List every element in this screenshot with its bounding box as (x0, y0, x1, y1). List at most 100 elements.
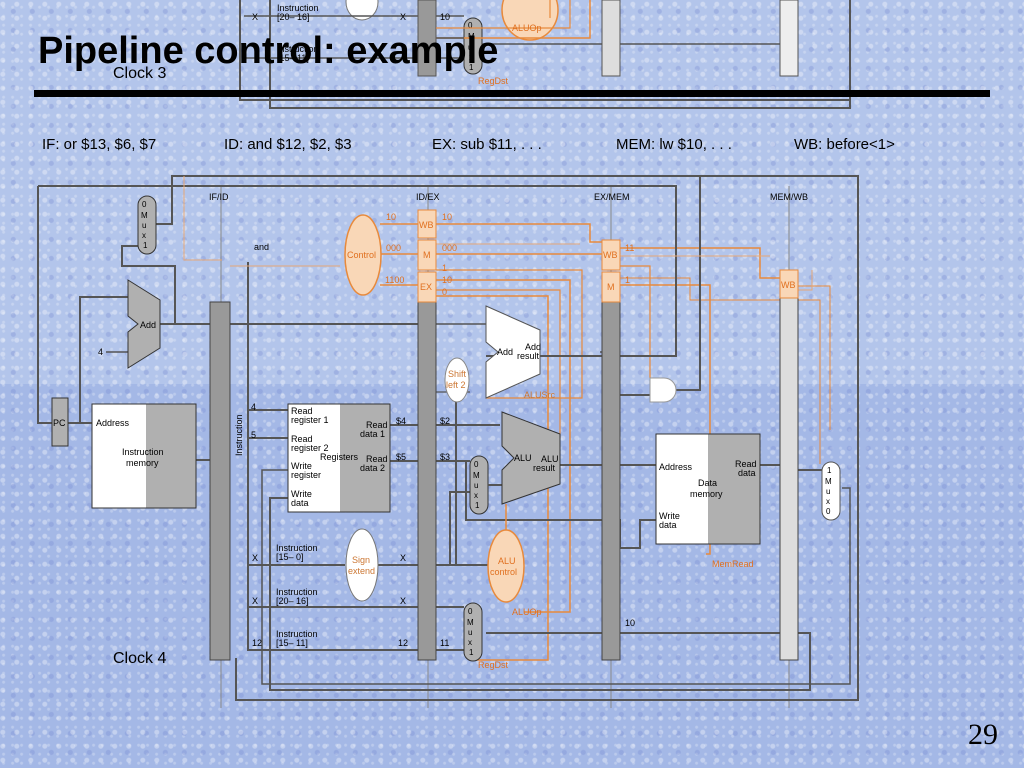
alu-label: ALU (514, 453, 532, 463)
reg2-value: $2 (440, 416, 450, 426)
control-label: Control (347, 250, 376, 260)
aluop-label: ALUOp (512, 607, 542, 617)
instr-mem-address: Address (96, 418, 130, 428)
pc-mux (137, 195, 157, 255)
ex-out-alusrc: 0 (442, 287, 447, 297)
rd-out: 12 (398, 638, 408, 648)
branch-adder (485, 305, 541, 399)
rt-value: 5 (251, 430, 256, 440)
data-mem-name-a: Data (698, 478, 717, 488)
id-ex-wb-field (417, 209, 437, 239)
top-value-10: 10 (440, 12, 450, 22)
m-exmem-out: 1 (625, 275, 630, 285)
branch-add-result-b: result (517, 351, 540, 361)
write-data-a: Write (291, 489, 312, 499)
regdst-mux-u: u (468, 628, 472, 637)
instr-mem-name-2: memory (126, 458, 159, 468)
alusrc-mux-1: 1 (475, 501, 480, 510)
data-mem-read-a: Read (735, 459, 757, 469)
x-sign-in: X (252, 553, 258, 563)
mem-wb-wb-field (779, 269, 799, 299)
sign-extend-a: Sign (352, 555, 370, 565)
previous-clock-fragment: 0 M u x 1 X X 10 Instruction [20– 16] In… (239, 0, 851, 109)
pc-adder-label: Add (140, 320, 156, 330)
instr-20-16-a: Instruction (276, 587, 318, 597)
x-rt-out: X (400, 596, 406, 606)
alusrc-mux-x: x (474, 491, 478, 500)
branch-add-result-a: Add (525, 342, 541, 352)
exmem-rd-value: 10 (625, 618, 635, 628)
id-ex-ex-text: EX (420, 282, 432, 292)
pc-register (51, 397, 69, 447)
top-aluop-label: ALUOp (512, 23, 542, 33)
read-data1-value: $4 (396, 416, 406, 426)
regdst-mux (463, 602, 483, 662)
clock-bottom-label: Clock 4 (113, 650, 167, 667)
wb-mux (821, 461, 841, 521)
read-data2-a: Read (366, 454, 388, 464)
regdst-mux-in: 11 (440, 638, 449, 648)
ex-mem-wb-text: WB (603, 250, 618, 260)
branch-and-gate (649, 377, 677, 403)
page-title: Pipeline control: example (38, 30, 499, 72)
top-instr2-line2: [15– 11] (277, 53, 309, 63)
top-instr2-line1: Instruction (277, 44, 319, 54)
shift-left-b: left 2 (446, 380, 466, 390)
id-ex-m-field (417, 239, 437, 271)
x-rt-in: X (252, 596, 258, 606)
wb-exmem-out: 11 (625, 243, 634, 253)
regdst-mux-m: M (467, 618, 474, 627)
ex-out-aluop: 10 (442, 275, 452, 285)
read-reg2-a: Read (291, 434, 313, 444)
svg-text:u: u (468, 43, 472, 52)
registers-label: Registers (320, 452, 359, 462)
read-data1-a: Read (366, 420, 388, 430)
read-reg1-a: Read (291, 406, 313, 416)
alusrc-mux-0: 0 (474, 460, 479, 469)
stage-ex: EX: sub $11, . . . (432, 136, 542, 153)
read-data2-b: data 2 (360, 463, 385, 473)
svg-text:M: M (468, 32, 475, 41)
instr-15-0-a: Instruction (276, 543, 318, 553)
sign-extend-unit (345, 528, 379, 602)
id-opcode-and: and (254, 242, 269, 252)
pc-mux-m: M (141, 211, 148, 220)
clock-top-label: Clock 3 (113, 65, 167, 82)
top-mux-label: 0 (468, 21, 473, 30)
sign-extend-b: extend (348, 566, 375, 576)
reg3-value: $3 (440, 452, 450, 462)
regdst-mux-x: x (468, 638, 472, 647)
top-x-left: X (252, 12, 258, 22)
regdst-label: RegDst (478, 660, 509, 670)
svg-text:x: x (469, 53, 473, 62)
alusrc-mux-u: u (474, 481, 478, 490)
read-reg2-b: register 2 (291, 443, 329, 453)
ex-idex-in: 1100 (385, 275, 404, 285)
top-x-right: X (400, 12, 406, 22)
memread-label: MemRead (712, 559, 754, 569)
wb-mux-x: x (826, 497, 830, 506)
x-sign-out: X (400, 553, 406, 563)
read-reg1-b: register 1 (291, 415, 329, 425)
control-unit (344, 214, 382, 296)
alu-control-unit (487, 529, 525, 603)
id-ex-wb-text: WB (419, 220, 434, 230)
top-instr-line1: Instruction (277, 3, 319, 13)
pc-label: PC (53, 418, 66, 428)
if-id-register (209, 301, 231, 661)
instr-15-11-a: Instruction (276, 629, 318, 639)
alu-result-a: ALU (541, 454, 559, 464)
id-ex-m-text: M (423, 250, 431, 260)
pc-mux-1: 1 (143, 241, 148, 250)
shift-left-unit (444, 357, 470, 403)
ex-mem-m-text: M (607, 282, 615, 292)
alu-result-b: result (533, 463, 556, 473)
wb-idex-in: 10 (386, 212, 396, 222)
top-regdst-label: RegDst (478, 76, 509, 86)
ex-out-regdst: 1 (442, 263, 447, 273)
pc-mux-x: x (142, 231, 146, 240)
data-mem-address: Address (659, 462, 693, 472)
read-data2-value: $5 (396, 452, 406, 462)
ex-mem-wb-field (601, 239, 621, 271)
mem-wb-wb-text: WB (781, 280, 796, 290)
